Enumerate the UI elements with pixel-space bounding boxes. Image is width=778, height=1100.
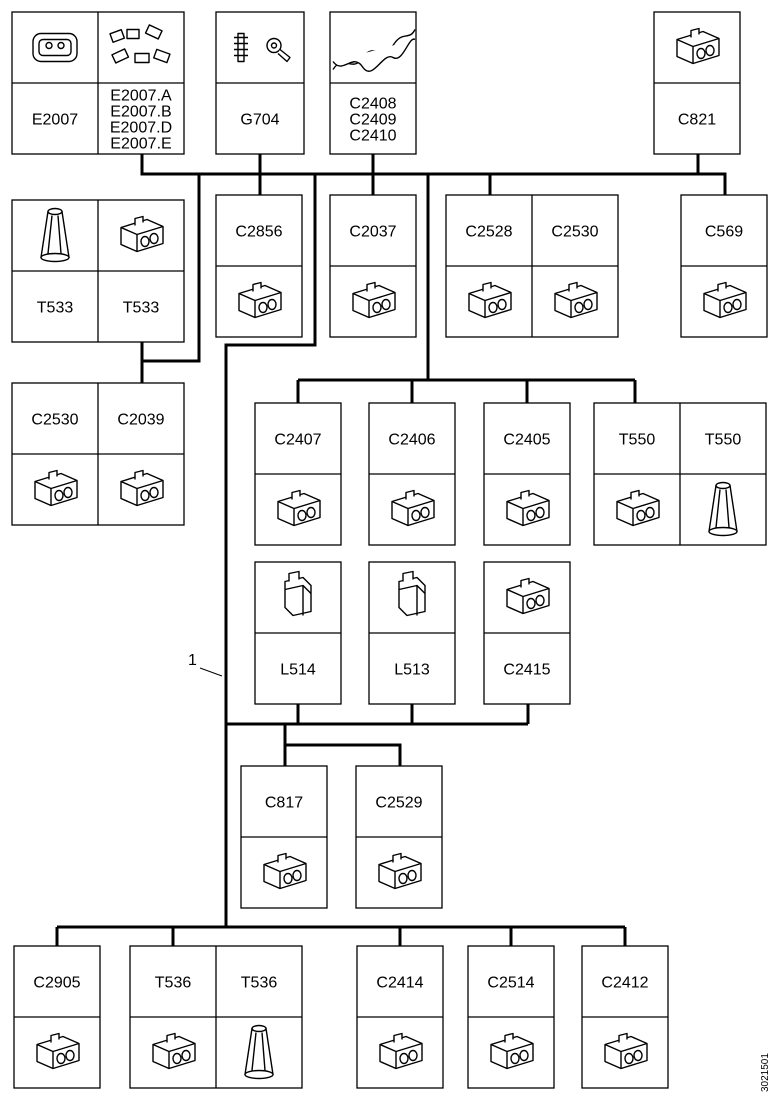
connector-label: L513 [394, 662, 430, 679]
connector-label: G704 [240, 112, 279, 129]
connector-box-c2530: C2530 C2039 [11, 382, 185, 526]
connector-box-t550: T550 T550 [593, 402, 767, 546]
connector-label: C2410 [349, 128, 396, 145]
harness-wire [140, 154, 727, 195]
callout-leader [199, 667, 223, 677]
harness-wire [224, 174, 317, 927]
connector-label: C2037 [349, 224, 396, 241]
callout-number: 1 [188, 652, 197, 669]
connector-label: C2405 [503, 432, 550, 449]
connector-label: C2415 [503, 662, 550, 679]
connector-label: C2412 [601, 975, 648, 992]
connector-box-c2415: C2415 [483, 561, 571, 705]
connector-box-c2037: C2037 [329, 194, 417, 338]
connector-label: E2007.D [110, 120, 172, 137]
sealed-connector-icon [32, 32, 78, 63]
connector-label: C2529 [375, 795, 422, 812]
connector-box-c2414: C2414 [356, 945, 444, 1089]
connector-box-c2529: C2529 [355, 765, 443, 909]
connector-label: C569 [705, 224, 743, 241]
wiring-trunk [55, 154, 727, 946]
connector-box-c2405: C2405 [483, 402, 571, 546]
connector-label: T550 [619, 432, 656, 449]
connector-box-c569: C569 [680, 194, 768, 338]
connector-box-l514: L514 [254, 561, 342, 705]
connector-label: E2007.B [110, 104, 171, 121]
connector-box-g704: G704 [215, 11, 305, 155]
connector-box-c2406: C2406 [368, 402, 456, 546]
connector-box-c2905: C2905 [13, 945, 101, 1089]
connector-label: T533 [37, 300, 74, 317]
connector-label: C2530 [551, 224, 598, 241]
connector-label: C2528 [465, 224, 512, 241]
connector-box-c2856: C2856 [215, 194, 303, 338]
connector-label: C2856 [235, 224, 282, 241]
connector-label: T533 [123, 300, 160, 317]
connector-label: L514 [280, 662, 316, 679]
connector-boxes: E2007E2007.AE2007.BE2007.DE2007.EG704C24… [11, 11, 768, 1089]
connector-label: T550 [705, 432, 742, 449]
harness-wire [283, 724, 402, 766]
connector-label: E2007 [32, 112, 78, 129]
connector-box-c2528: C2528 C2530 [445, 194, 619, 338]
connector-label: C2408 [349, 96, 396, 113]
connector-box-c2407: C2407 [254, 402, 342, 546]
connector-box-t536: T536 T536 [129, 945, 303, 1089]
connector-label: E2007.A [110, 88, 172, 105]
connector-label: C2414 [376, 975, 423, 992]
connector-label: C2039 [117, 412, 164, 429]
connector-label: C2530 [31, 412, 78, 429]
connector-box-c817: C817 [240, 765, 328, 909]
connector-label: C821 [678, 112, 716, 129]
connector-label: T536 [155, 975, 192, 992]
connector-label: C2514 [487, 975, 534, 992]
connector-label: C2406 [388, 432, 435, 449]
connector-label: C817 [265, 795, 303, 812]
connector-label: C2409 [349, 112, 396, 129]
connector-label: T536 [241, 975, 278, 992]
connector-label: E2007.E [110, 136, 171, 153]
harness-wire [140, 174, 201, 363]
connector-box-l513: L513 [368, 561, 456, 705]
connector-box-c2412: C2412 [581, 945, 669, 1089]
connector-box-t533: T533 T533 [11, 199, 185, 343]
connector-label: C2407 [274, 432, 321, 449]
connector-box-c821: C821 [653, 11, 741, 155]
connector-box-c2514: C2514 [467, 945, 555, 1089]
connector-label: C2905 [33, 975, 80, 992]
side-code: 3021501 [760, 1053, 771, 1092]
